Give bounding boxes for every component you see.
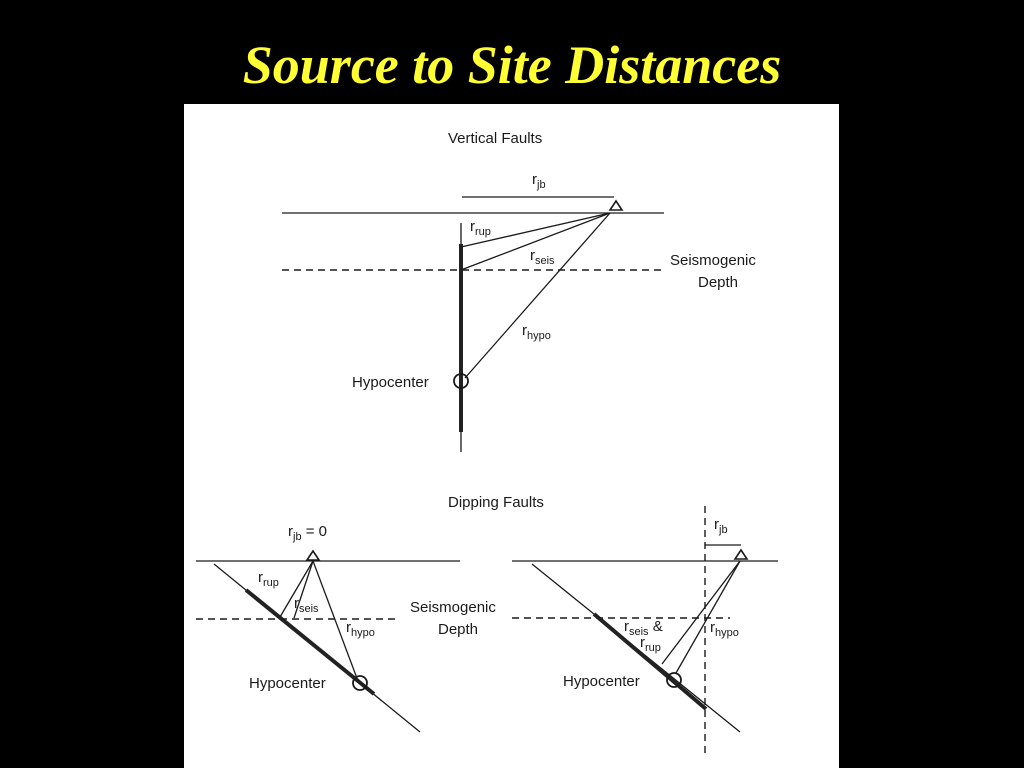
rrup-label: rrup	[258, 569, 279, 589]
site-triangle-icon	[733, 548, 749, 560]
site-triangle-icon	[608, 199, 624, 211]
vertical-faults-diagram: Vertical Faults rjb rrup rseis rhypo Sei…	[282, 130, 756, 452]
seismogenic-label-line1: Seismogenic	[410, 599, 496, 616]
rhypo-line	[675, 560, 741, 674]
rjb-zero-label: rjb = 0	[288, 523, 327, 543]
dipping-left-example: rjb = 0 rrup rseis rhypo Hypocenter	[196, 523, 460, 733]
fault-rupture-plane	[592, 612, 708, 711]
rrup-line	[460, 212, 611, 248]
fault-rupture-plane	[244, 588, 376, 696]
hypocenter-circle-icon	[453, 373, 469, 389]
site-triangle-icon	[305, 549, 321, 561]
rseis-rrup-label: rseis &	[624, 618, 663, 638]
rseis-line	[293, 560, 314, 619]
figure-panel: Vertical Faults rjb rrup rseis rhypo Sei…	[184, 104, 839, 768]
rseis-line	[460, 212, 611, 271]
rrup-label: rrup	[640, 634, 661, 654]
hypocenter-label: Hypocenter	[563, 673, 640, 690]
slide-title: Source to Site Distances	[242, 35, 782, 95]
rseis-rrup-line	[661, 560, 741, 665]
dipping-right-example: rjb rseis & rrup rhypo Hypocenter	[512, 506, 778, 754]
rjb-label: rjb	[714, 516, 728, 536]
hypocenter-circle-icon	[666, 672, 682, 688]
seismogenic-label-line2: Depth	[698, 274, 738, 291]
rseis-label: rseis	[530, 247, 555, 267]
rhypo-label: rhypo	[522, 322, 551, 342]
dipping-faults-heading: Dipping Faults	[448, 494, 544, 511]
rhypo-label: rhypo	[346, 619, 375, 639]
seismogenic-label-line1: Seismogenic	[670, 252, 756, 269]
hypocenter-circle-icon	[352, 675, 368, 691]
rhypo-line	[464, 212, 611, 379]
hypocenter-label: Hypocenter	[249, 675, 326, 692]
rrup-label: rrup	[470, 218, 491, 238]
rseis-label: rseis	[294, 595, 319, 615]
rhypo-label: rhypo	[710, 619, 739, 639]
rjb-label: rjb	[532, 171, 546, 191]
hypocenter-label: Hypocenter	[352, 374, 429, 391]
seismogenic-label-line2: Depth	[438, 621, 478, 638]
rrup-line	[279, 560, 314, 618]
rhypo-line	[312, 560, 359, 682]
distance-diagram: Vertical Faults rjb rrup rseis rhypo Sei…	[196, 130, 778, 754]
dipping-faults-diagram: Dipping Faults rjb = 0 rrup rseis rhypo …	[196, 494, 778, 754]
vertical-faults-heading: Vertical Faults	[448, 130, 542, 147]
